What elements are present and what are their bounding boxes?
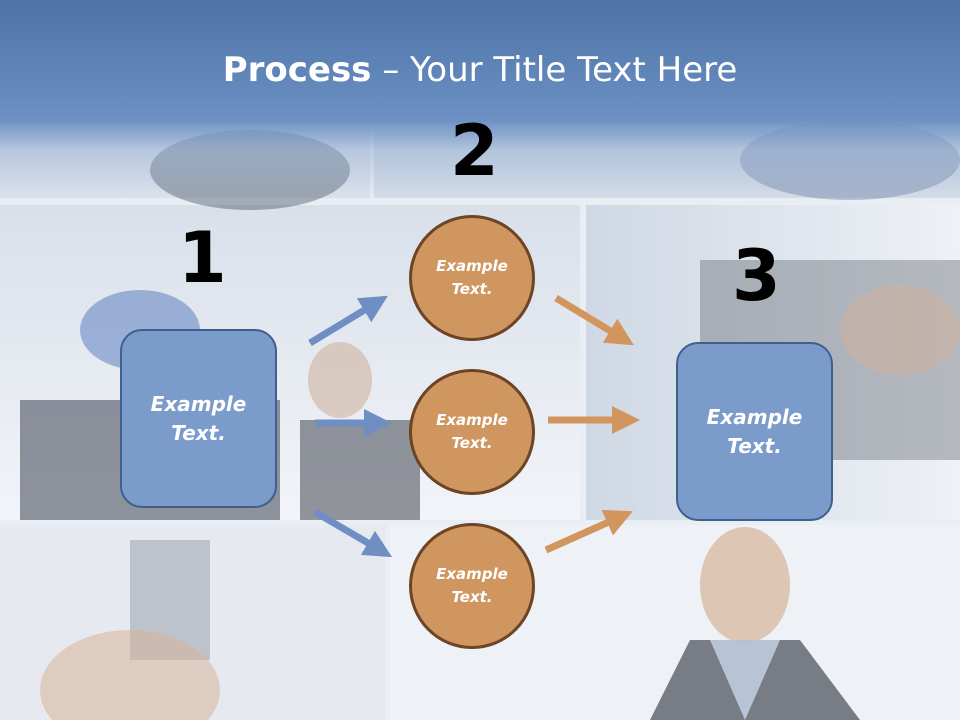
- circle-middle-line2: Text.: [451, 434, 493, 452]
- title-rest: – Your Title Text Here: [371, 50, 738, 90]
- header-band: [0, 0, 960, 200]
- circle-top-line2: Text.: [451, 280, 493, 298]
- circle-top-line1: Example: [436, 257, 508, 275]
- step-number-2: 2: [450, 110, 499, 192]
- step-1-box-line1: Example: [150, 391, 247, 416]
- slide-title: Process – Your Title Text Here: [0, 50, 960, 90]
- businessman-photo: [700, 527, 790, 643]
- blue-arrow-up: [308, 295, 388, 346]
- orange-arrow-down: [554, 295, 634, 346]
- circle-middle-line1: Example: [436, 411, 508, 429]
- circle-bottom-line1: Example: [436, 565, 508, 583]
- step-3-box-line2: Text.: [727, 433, 782, 458]
- blue-arrow-down: [313, 508, 393, 558]
- step-1-box-line2: Text.: [171, 420, 226, 445]
- second-worker-photo: [308, 342, 372, 418]
- title-bold: Process: [222, 50, 372, 90]
- step-number-1: 1: [178, 217, 227, 299]
- circle-bottom-line2: Text.: [451, 588, 493, 606]
- orange-arrow-up: [544, 509, 633, 554]
- step-3-box-line1: Example: [706, 404, 803, 429]
- step-number-3: 3: [732, 235, 781, 317]
